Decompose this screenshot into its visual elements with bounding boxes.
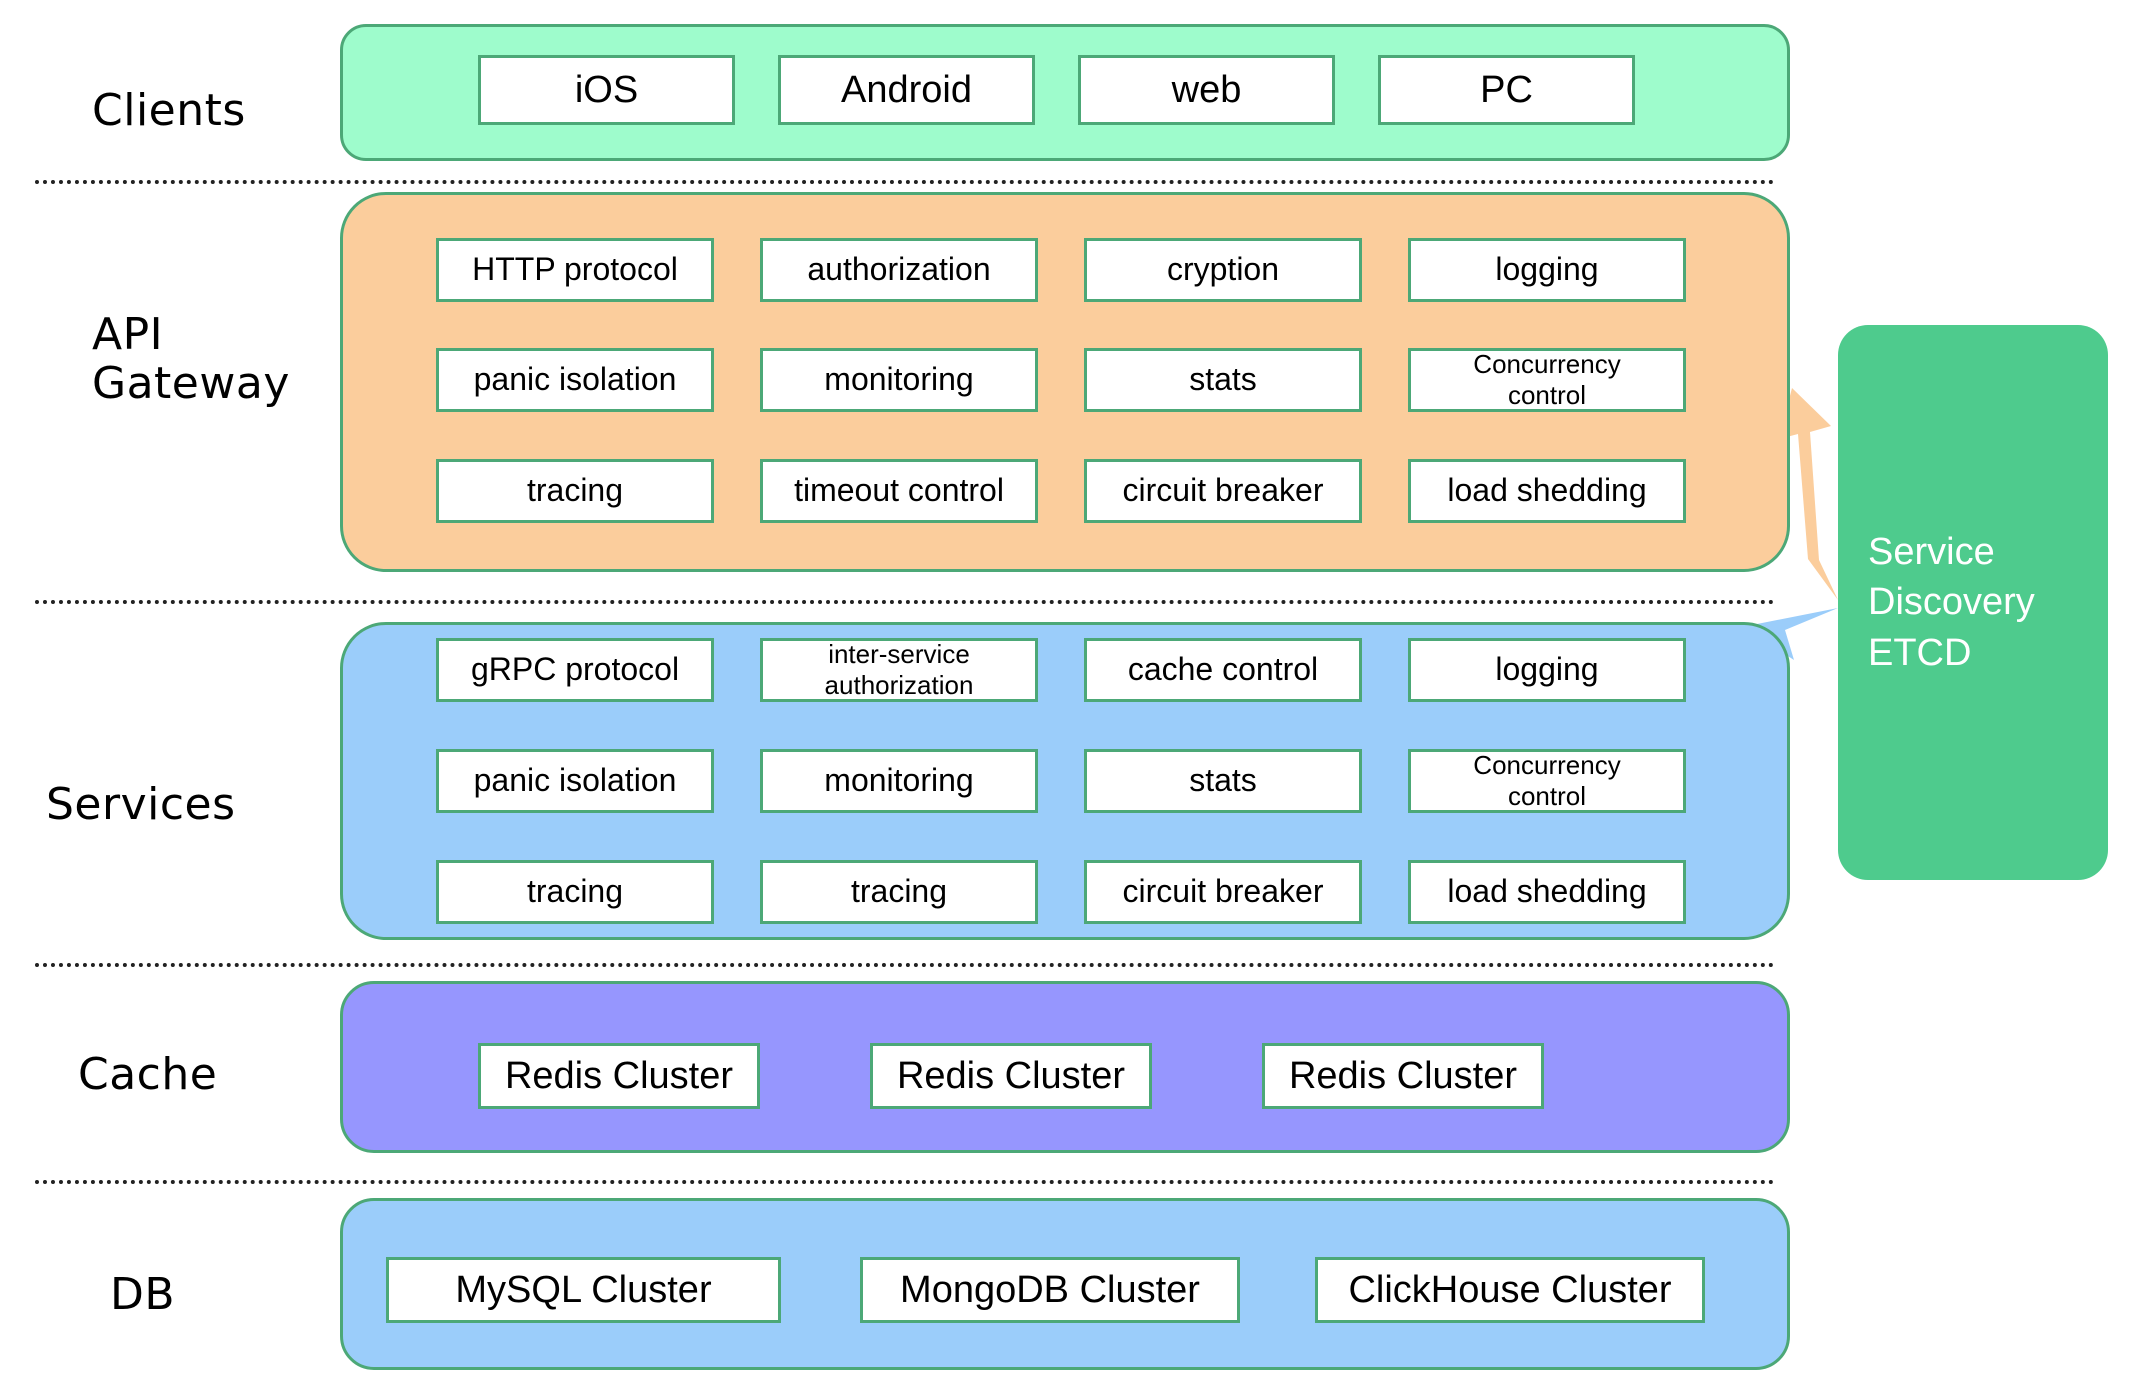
- db-cell-mysql-cluster[interactable]: MySQL Cluster: [386, 1257, 781, 1323]
- service-cell-tracing-1[interactable]: tracing: [436, 860, 714, 924]
- tier-label-gateway: API Gateway: [92, 309, 290, 410]
- service-discovery-etcd-box[interactable]: Service Discovery ETCD: [1838, 325, 2108, 880]
- service-cell-panic-isolation[interactable]: panic isolation: [436, 749, 714, 813]
- gateway-cell-monitoring[interactable]: monitoring: [760, 348, 1038, 412]
- gateway-cell-load-shedding[interactable]: load shedding: [1408, 459, 1686, 523]
- service-cell-tracing-2[interactable]: tracing: [760, 860, 1038, 924]
- client-cell-android[interactable]: Android: [778, 55, 1035, 125]
- service-cell-inter-service-authorization[interactable]: inter-service authorization: [760, 638, 1038, 702]
- gateway-cell-stats[interactable]: stats: [1084, 348, 1362, 412]
- db-cell-clickhouse-cluster[interactable]: ClickHouse Cluster: [1315, 1257, 1705, 1323]
- cache-cell-redis-cluster-2[interactable]: Redis Cluster: [870, 1043, 1152, 1109]
- service-cell-circuit-breaker[interactable]: circuit breaker: [1084, 860, 1362, 924]
- db-cell-mongodb-cluster[interactable]: MongoDB Cluster: [860, 1257, 1240, 1323]
- service-cell-concurrency-control[interactable]: Concurrency control: [1408, 749, 1686, 813]
- tier-label-services: Services: [46, 779, 236, 830]
- client-cell-ios[interactable]: iOS: [478, 55, 735, 125]
- gateway-cell-tracing[interactable]: tracing: [436, 459, 714, 523]
- service-cell-stats[interactable]: stats: [1084, 749, 1362, 813]
- client-cell-pc[interactable]: PC: [1378, 55, 1635, 125]
- separator-services-cache: [35, 963, 1775, 967]
- gateway-cell-cryption[interactable]: cryption: [1084, 238, 1362, 302]
- tier-label-cache: Cache: [78, 1049, 218, 1100]
- gateway-cell-concurrency-control[interactable]: Concurrency control: [1408, 348, 1686, 412]
- gateway-cell-timeout-control[interactable]: timeout control: [760, 459, 1038, 523]
- service-cell-cache-control[interactable]: cache control: [1084, 638, 1362, 702]
- service-cell-monitoring[interactable]: monitoring: [760, 749, 1038, 813]
- gateway-cell-authorization[interactable]: authorization: [760, 238, 1038, 302]
- gateway-cell-circuit-breaker[interactable]: circuit breaker: [1084, 459, 1362, 523]
- separator-cache-db: [35, 1180, 1775, 1184]
- cache-cell-redis-cluster-3[interactable]: Redis Cluster: [1262, 1043, 1544, 1109]
- service-cell-grpc-protocol[interactable]: gRPC protocol: [436, 638, 714, 702]
- gateway-cell-logging[interactable]: logging: [1408, 238, 1686, 302]
- tier-label-db: DB: [110, 1269, 176, 1320]
- client-cell-web[interactable]: web: [1078, 55, 1335, 125]
- service-cell-load-shedding[interactable]: load shedding: [1408, 860, 1686, 924]
- gateway-cell-panic-isolation[interactable]: panic isolation: [436, 348, 714, 412]
- separator-clients-gateway: [35, 180, 1775, 184]
- service-cell-logging[interactable]: logging: [1408, 638, 1686, 702]
- separator-gateway-services: [35, 600, 1775, 604]
- gateway-cell-http-protocol[interactable]: HTTP protocol: [436, 238, 714, 302]
- tier-label-clients: Clients: [92, 85, 246, 136]
- cache-cell-redis-cluster-1[interactable]: Redis Cluster: [478, 1043, 760, 1109]
